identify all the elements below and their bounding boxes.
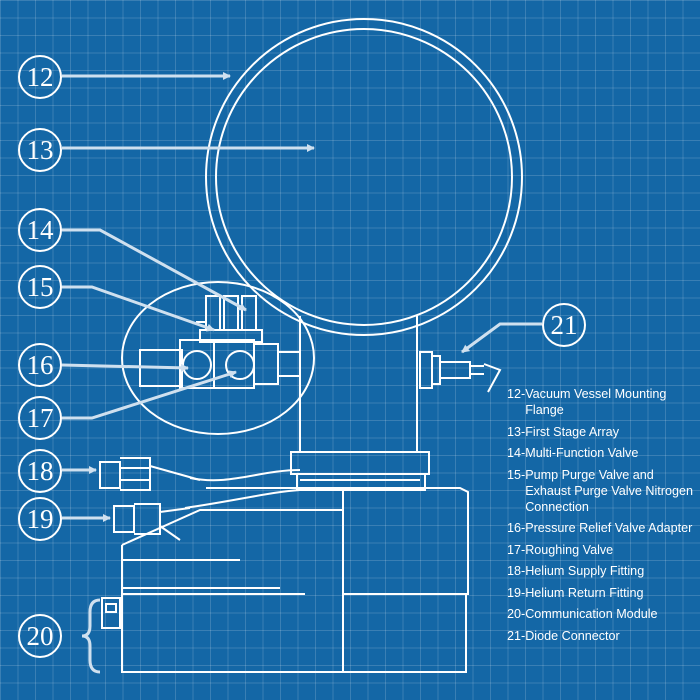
legend-number: 17- [507,542,526,557]
vacuum-vessel-flange-inner [215,28,513,326]
pump-neck [299,316,418,452]
legend-number: 18- [507,564,526,578]
pump-body [206,487,469,595]
legend-number: 15- [507,467,526,482]
parts-legend: 12-Vacuum Vessel Mounting Flange 13-Firs… [507,386,697,649]
legend-label: Diode Connector [525,628,620,643]
legend-label: First Stage Array [525,424,619,439]
callout-15: 15 [18,265,62,309]
callout-21: 21 [542,303,586,347]
legend-item: 14-Multi-Function Valve [507,445,697,461]
legend-label: Helium Supply Fitting [525,564,645,578]
legend-item: 12-Vacuum Vessel Mounting Flange [507,386,697,418]
legend-label: Pressure Relief Valve Adapter [525,521,693,535]
communication-module [101,597,121,629]
legend-number: 19- [507,585,526,600]
legend-item: 21-Diode Connector [507,628,697,644]
legend-label: Multi-Function Valve [525,446,639,460]
legend-label: Communication Module [525,607,658,621]
callout-12: 12 [18,55,62,99]
diode-connector [419,351,433,389]
legend-item: 17-Roughing Valve [507,542,697,558]
legend-item: 13-First Stage Array [507,424,697,440]
legend-label: Pump Purge Valve and Exhaust Purge Valve… [525,467,693,514]
callout-20: 20 [18,614,62,658]
legend-item: 20-Communication Module [507,606,697,622]
valve-cluster-outline [121,281,315,435]
legend-number: 16- [507,521,526,535]
legend-number: 21- [507,628,526,643]
helium-return-fitting [113,505,135,533]
legend-label: Roughing Valve [525,542,614,557]
legend-item: 19-Helium Return Fitting [507,585,697,601]
legend-label: Helium Return Fitting [525,585,644,600]
multi-function-valve [205,295,221,331]
brace [81,598,101,674]
callout-19: 19 [18,497,62,541]
legend-number: 14- [507,446,526,460]
helium-supply-fitting [99,461,121,489]
legend-label: Vacuum Vessel Mounting Flange [525,387,667,417]
callout-17: 17 [18,396,62,440]
legend-number: 12- [507,387,526,401]
neck-flange [290,451,430,475]
callout-16: 16 [18,343,62,387]
legend-item: 16-Pressure Relief Valve Adapter [507,520,697,536]
legend-item: 15-Pump Purge Valve and Exhaust Purge Va… [507,467,697,515]
vacuum-vessel-flange-outer [205,18,523,336]
legend-item: 18-Helium Supply Fitting [507,563,697,579]
callout-14: 14 [18,208,62,252]
legend-number: 20- [507,607,526,621]
callout-18: 18 [18,449,62,493]
legend-number: 13- [507,424,526,439]
callout-13: 13 [18,128,62,172]
